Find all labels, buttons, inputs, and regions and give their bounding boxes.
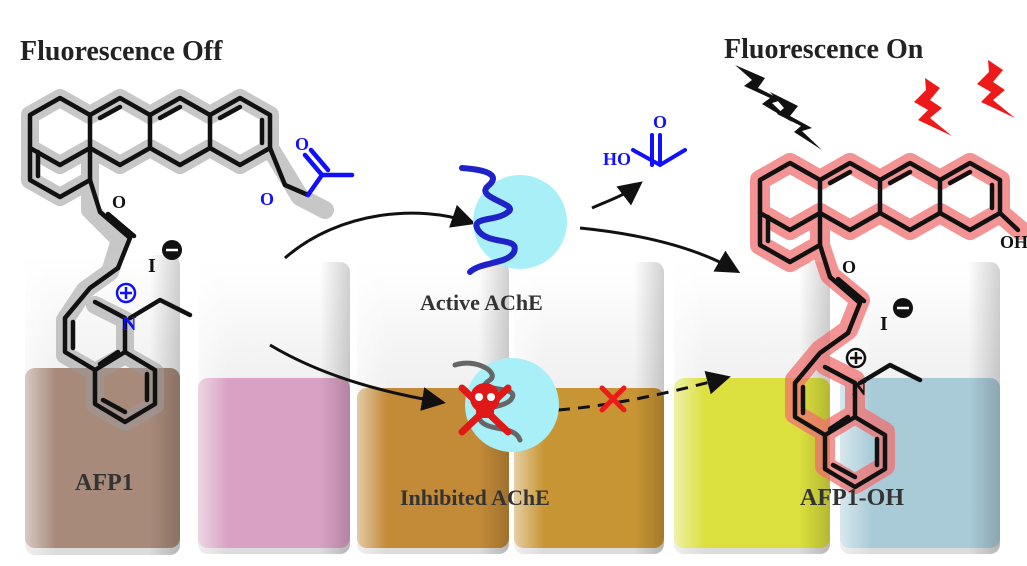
inhibited-enzyme-label: Inhibited AChE [400,485,550,510]
arrow-blocked-dashed [557,371,731,412]
arrow-to-active-enzyme [284,204,476,260]
acetic-acid-carbonyl-oxygen: O [653,112,667,132]
reaction-arrows [269,181,741,412]
title-fluorescence-off: Fluorescence Off [20,36,223,67]
probe-iodide-charge-icon [162,240,182,260]
probe-ester-oxygen: O [260,189,274,209]
product-hydroxyl: OH [1000,232,1027,252]
probe-positive-charge-icon [115,282,137,304]
probe-carbonyl-oxygen: O [295,134,309,154]
product-label: AFP1-OH [800,485,904,511]
active-enzyme-chain [459,165,518,275]
title-fluorescence-on: Fluorescence On [724,34,924,65]
product-ring-oxygen: O [842,257,856,277]
inhibited-enzyme-chain [452,360,523,443]
vial-2 [198,262,350,554]
probe-structure-afp1: O O O N I AFP1 [21,89,355,496]
excitation-lightning-icons [735,60,1015,150]
arrow-to-inhibited-enzyme [269,343,446,411]
probe-iodide: I [148,255,156,277]
arrow-to-product [579,226,741,273]
blocked-cross-icon [599,385,627,413]
arrow-to-acetic-acid [591,181,643,210]
active-enzyme: Active AChE [420,165,567,315]
product-nitrogen: N [852,378,867,400]
acetic-acid-hydroxyl: HO [603,149,631,169]
inhibited-enzyme: Inhibited AChE [400,358,559,510]
vial-5 [674,262,830,554]
probe-label: AFP1 [75,470,134,496]
probe-ring-oxygen: O [112,192,126,212]
acetic-acid-structure: O HO [603,112,687,169]
probe-nitrogen: N [122,313,137,335]
active-enzyme-label: Active AChE [420,290,543,315]
skull-icon [458,383,512,436]
product-positive-charge-icon [845,347,867,369]
product-structure-afp1-oh: O OH N I AFP1-OH [750,153,1027,511]
product-iodide-charge-icon [893,298,913,318]
product-iodide: I [880,313,888,335]
